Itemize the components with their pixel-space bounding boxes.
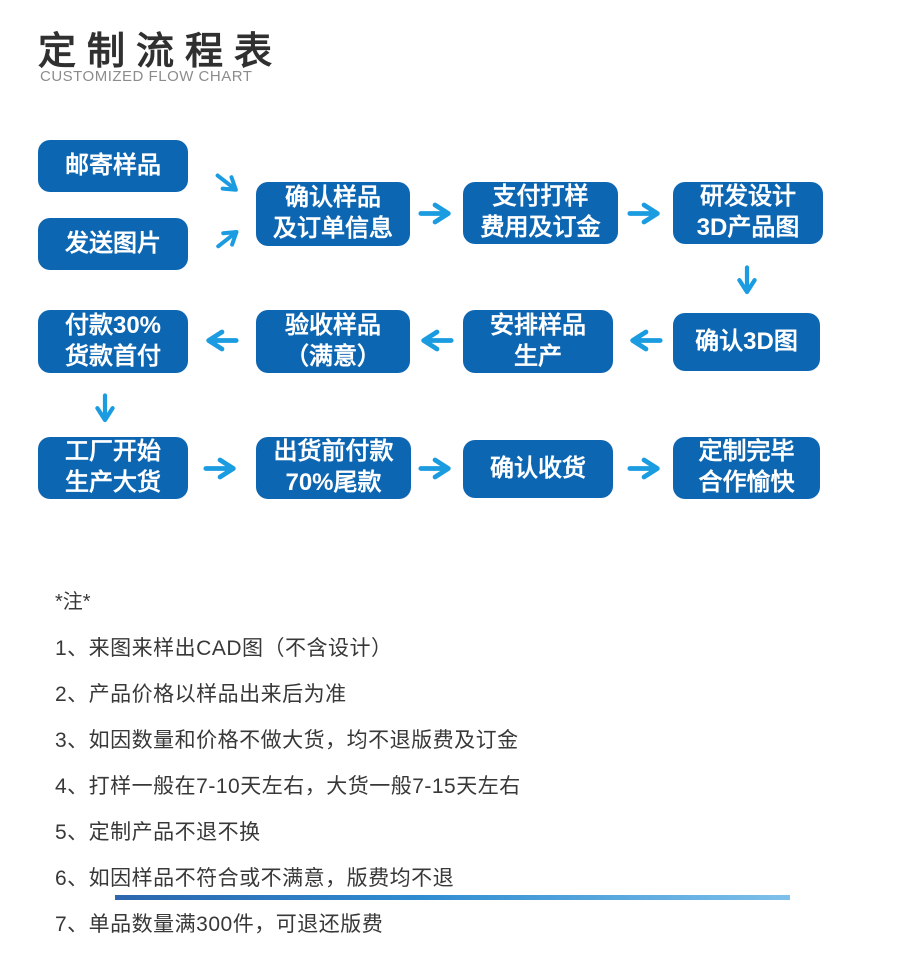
flow-box-send-picture: 发送图片 [38,218,188,270]
flow-box-confirm-receipt: 确认收货 [463,440,613,498]
arrow-left-icon [202,328,240,354]
arrow-right-icon [417,200,455,226]
arrow-right-icon [202,455,240,481]
arrow-right-icon [626,200,664,226]
flow-box-rd-3d-design: 研发设计 3D产品图 [673,182,823,244]
arrow-left-icon [417,328,455,354]
flow-box-accept-sample: 验收样品 （满意） [256,310,410,373]
flow-box-pay-sampling-fee: 支付打样 费用及订金 [463,182,618,244]
arrow-right-icon [417,455,455,481]
bottom-gradient-bar [115,895,790,900]
flow-box-confirm-3d: 确认3D图 [673,313,820,371]
flow-box-arrange-sample-production: 安排样品 生产 [463,310,613,373]
arrow-up-right-icon [205,216,251,260]
arrow-right-icon [626,455,664,481]
flow-box-pay-30-deposit: 付款30% 货款首付 [38,310,188,373]
flow-box-mail-sample: 邮寄样品 [38,140,188,192]
note-item: 3、如因数量和价格不做大货，均不退版费及订金 [55,729,519,752]
arrow-down-icon [734,262,760,300]
note-item: 6、如因样品不符合或不满意，版费均不退 [55,867,455,890]
note-item: 1、来图来样出CAD图（不含设计） [55,637,393,660]
note-item: 5、定制产品不退不换 [55,821,261,844]
notes-heading: *注* [55,591,91,613]
page-title: 定制流程表 [38,31,284,73]
flow-box-confirm-sample-order: 确认样品 及订单信息 [256,182,410,246]
arrow-down-right-icon [205,161,251,205]
arrow-left-icon [626,328,664,354]
flow-box-factory-production: 工厂开始 生产大货 [38,437,188,499]
note-item: 7、单品数量满300件，可退还版费 [55,913,384,936]
page-subtitle: CUSTOMIZED FLOW CHART [40,68,253,85]
note-item: 4、打样一般在7-10天左右，大货一般7-15天左右 [55,775,521,798]
flow-box-pay-70-balance: 出货前付款 70%尾款 [256,437,411,499]
flow-box-customization-complete: 定制完毕 合作愉快 [673,437,820,499]
arrow-down-icon [92,390,118,428]
note-item: 2、产品价格以样品出来后为准 [55,683,347,706]
